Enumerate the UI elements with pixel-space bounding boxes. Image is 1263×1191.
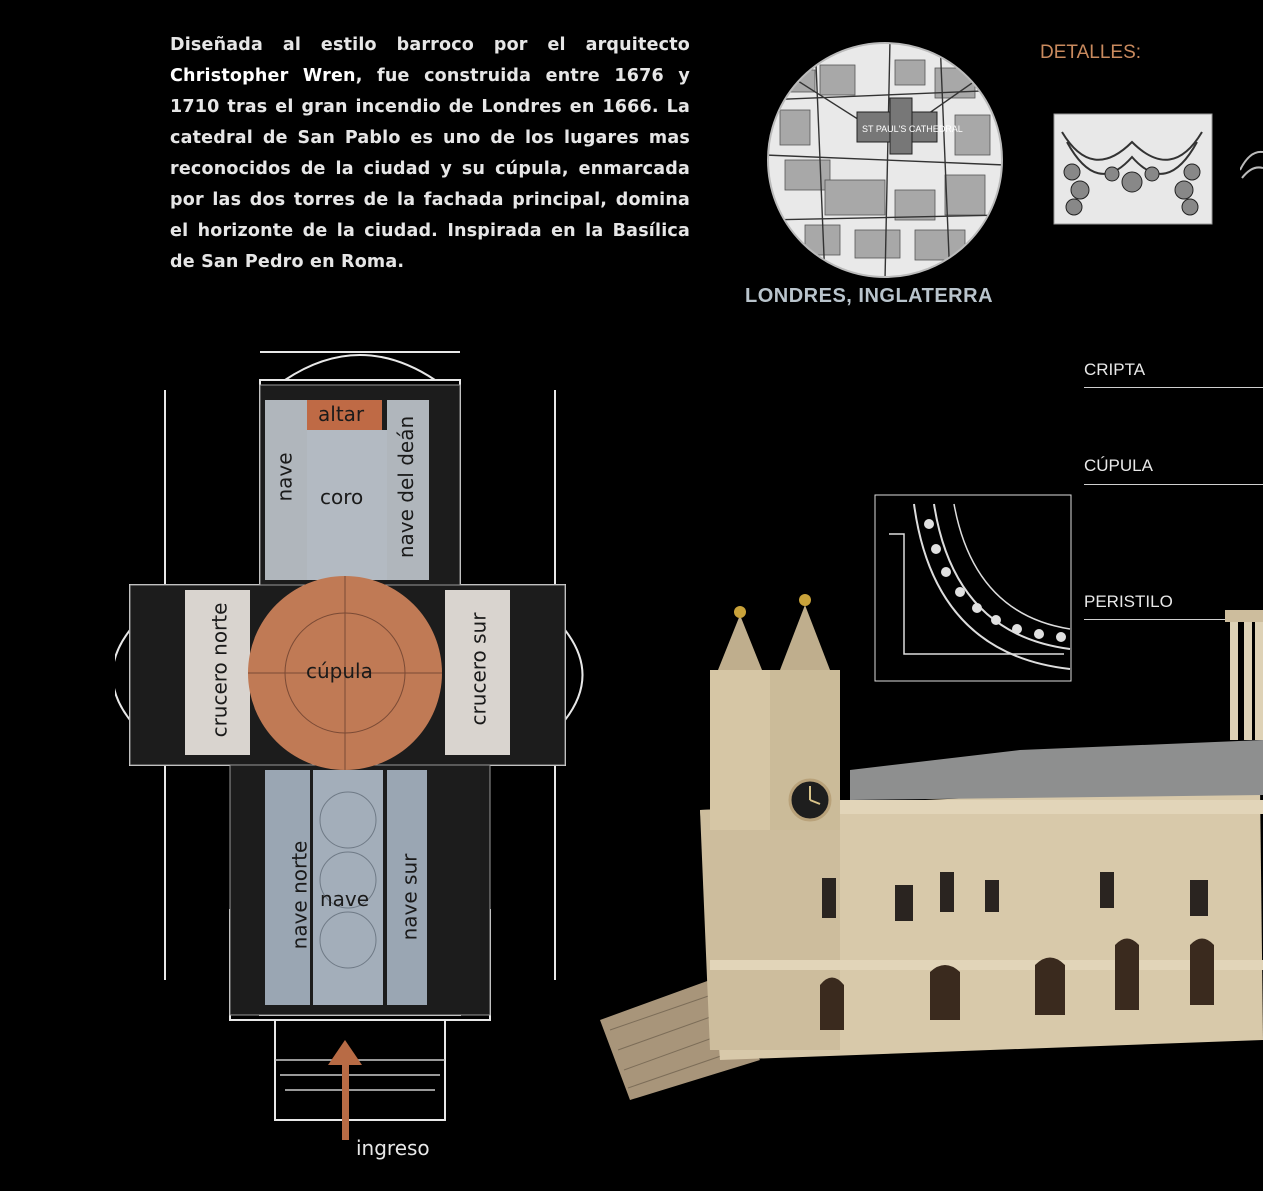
floor-plan [115, 351, 584, 1140]
cathedral-map-mark: ST PAUL'S CATHEDRAL [856, 97, 963, 155]
label-nave-norte: nave norte [287, 840, 312, 950]
zone-coro [307, 430, 387, 580]
ornament-fragment [1240, 150, 1263, 179]
map-stamp-text: ST PAUL'S CATHEDRAL [862, 124, 963, 134]
zone-nave-top [265, 400, 307, 580]
city-label: LONDRES, INGLATERRA [745, 285, 994, 307]
label-nave-sur: nave sur [397, 853, 422, 941]
detail-label-cripta: CRIPTA [1084, 360, 1146, 379]
label-nave-top: nave [272, 452, 297, 502]
intro-text-2: , fue construida entre 1676 y 1710 tras … [170, 66, 690, 272]
details-title: DETALLES: [1040, 42, 1142, 63]
zone-crucero-sur [445, 590, 510, 755]
label-crucero-sur: crucero sur [466, 612, 491, 726]
detail-line-cripta [1084, 387, 1263, 388]
zone-altar [307, 400, 382, 430]
ornament-detail-image [1053, 113, 1213, 225]
cathedral-illustration [600, 594, 1263, 1100]
label-nave: nave [320, 887, 370, 911]
detail-line-cupula [1084, 484, 1263, 485]
label-coro: coro [320, 485, 364, 509]
zone-nave [313, 770, 383, 1005]
label-altar: altar [318, 402, 365, 426]
zone-nave-dean [387, 400, 429, 580]
detail-label-cupula: CÚPULA [1084, 456, 1153, 475]
zone-nave-norte [265, 770, 310, 1005]
label-cupula: cúpula [306, 659, 373, 683]
label-nave-dean: nave del deán [394, 415, 419, 559]
intro-text-1: Diseñada al estilo barroco por el arquit… [170, 35, 690, 55]
detail-label-peristilo: PERISTILO [1084, 592, 1173, 611]
zone-crucero-norte [185, 590, 250, 755]
label-ingreso: ingreso [356, 1136, 430, 1160]
label-crucero-norte: crucero norte [207, 602, 232, 738]
zone-nave-sur [387, 770, 427, 1005]
detail-line-peristilo [1084, 619, 1263, 620]
architect-name: Christopher Wren [170, 66, 356, 86]
ingreso-arrow [328, 1040, 362, 1140]
location-map: ST PAUL'S CATHEDRAL [767, 42, 1003, 278]
intro-paragraph: Diseñada al estilo barroco por el arquit… [170, 30, 690, 278]
dome-plan-detail [874, 494, 1072, 682]
